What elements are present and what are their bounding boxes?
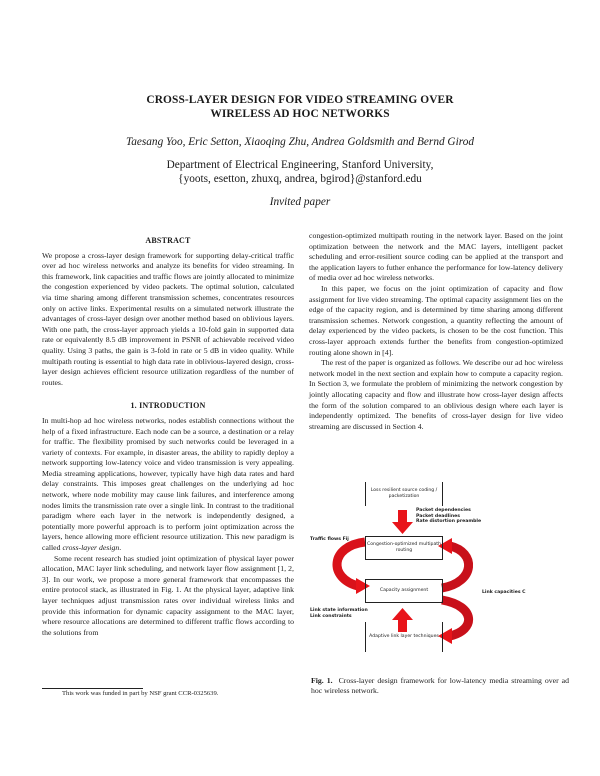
caption-text: Cross-layer design framework for low-lat… [311, 676, 569, 696]
right-column: congestion-optimized multipath routing i… [309, 231, 563, 432]
figure-1-caption: Fig. 1. Cross-layer design framework for… [311, 676, 569, 697]
intro-p1-text: In multi-hop ad hoc wireless networks, n… [42, 415, 294, 553]
arrow-up-adaptive-icon [392, 608, 413, 632]
caption-label: Fig. 1. [311, 676, 333, 685]
affiliation: Department of Electrical Engineering, St… [0, 158, 600, 186]
left-column: ABSTRACT We propose a cross-layer design… [42, 236, 294, 638]
affiliation-dept: Department of Electrical Engineering, St… [166, 159, 434, 171]
adaptive-link-box: Adaptive link layer techniques [365, 622, 443, 652]
curved-arrow-left-icon [332, 537, 366, 591]
packet-info-label: Packet dependencies Packet deadlines Rat… [416, 508, 482, 525]
intro-paragraph-2-continued: congestion-optimized multipath routing i… [309, 231, 563, 283]
intro-p1-end: . [119, 543, 122, 553]
intro-paragraph-4: The rest of the paper is organized as fo… [309, 358, 563, 431]
traffic-flows-label: Traffic flows Fij [310, 537, 349, 542]
footnote-rule [42, 688, 143, 689]
paper-title: CROSS-LAYER DESIGN FOR VIDEO STREAMING O… [0, 93, 600, 121]
cross-layer-design-term: cross-layer design [62, 543, 120, 553]
link-capacities-label: Link capacities C [482, 590, 526, 595]
affiliation-emails: {yoots, esetton, zhuxq, andrea, bgirod}@… [178, 173, 422, 185]
routing-box: Congestion-optimized multipath routing [365, 536, 443, 560]
figure-1-diagram: Loss resilient source coding / packetiza… [310, 482, 570, 672]
title-line-2: WIRELESS AD HOC NETWORKS [210, 108, 390, 120]
capacity-assignment-box: Capacity assignment [365, 579, 443, 603]
curved-arrow-right-bottom-icon [441, 595, 473, 641]
funding-footnote: This work was funded in part by NSF gran… [62, 690, 219, 697]
intro-paragraph-1: In multi-hop ad hoc wireless networks, n… [42, 416, 294, 554]
intro-paragraph-2: Some recent research has studied joint o… [42, 553, 294, 637]
authors: Taesang Yoo, Eric Setton, Xiaoqing Zhu, … [125, 136, 475, 148]
introduction-heading: 1. INTRODUCTION [130, 401, 206, 411]
intro-paragraph-3: In this paper, we focus on the joint opt… [309, 283, 563, 357]
abstract-text: We propose a cross-layer design framewor… [42, 250, 294, 387]
figure-arrows [332, 510, 473, 644]
link-state-label: Link state information Link constraints [310, 608, 368, 619]
invited-paper-note: Invited paper [269, 196, 331, 208]
curved-arrow-right-top-icon [440, 541, 473, 593]
source-coding-box: Loss resilient source coding / packetiza… [365, 482, 443, 506]
title-line-1: CROSS-LAYER DESIGN FOR VIDEO STREAMING O… [146, 94, 454, 106]
abstract-heading: ABSTRACT [145, 236, 191, 245]
arrow-down-source-icon [392, 510, 413, 534]
